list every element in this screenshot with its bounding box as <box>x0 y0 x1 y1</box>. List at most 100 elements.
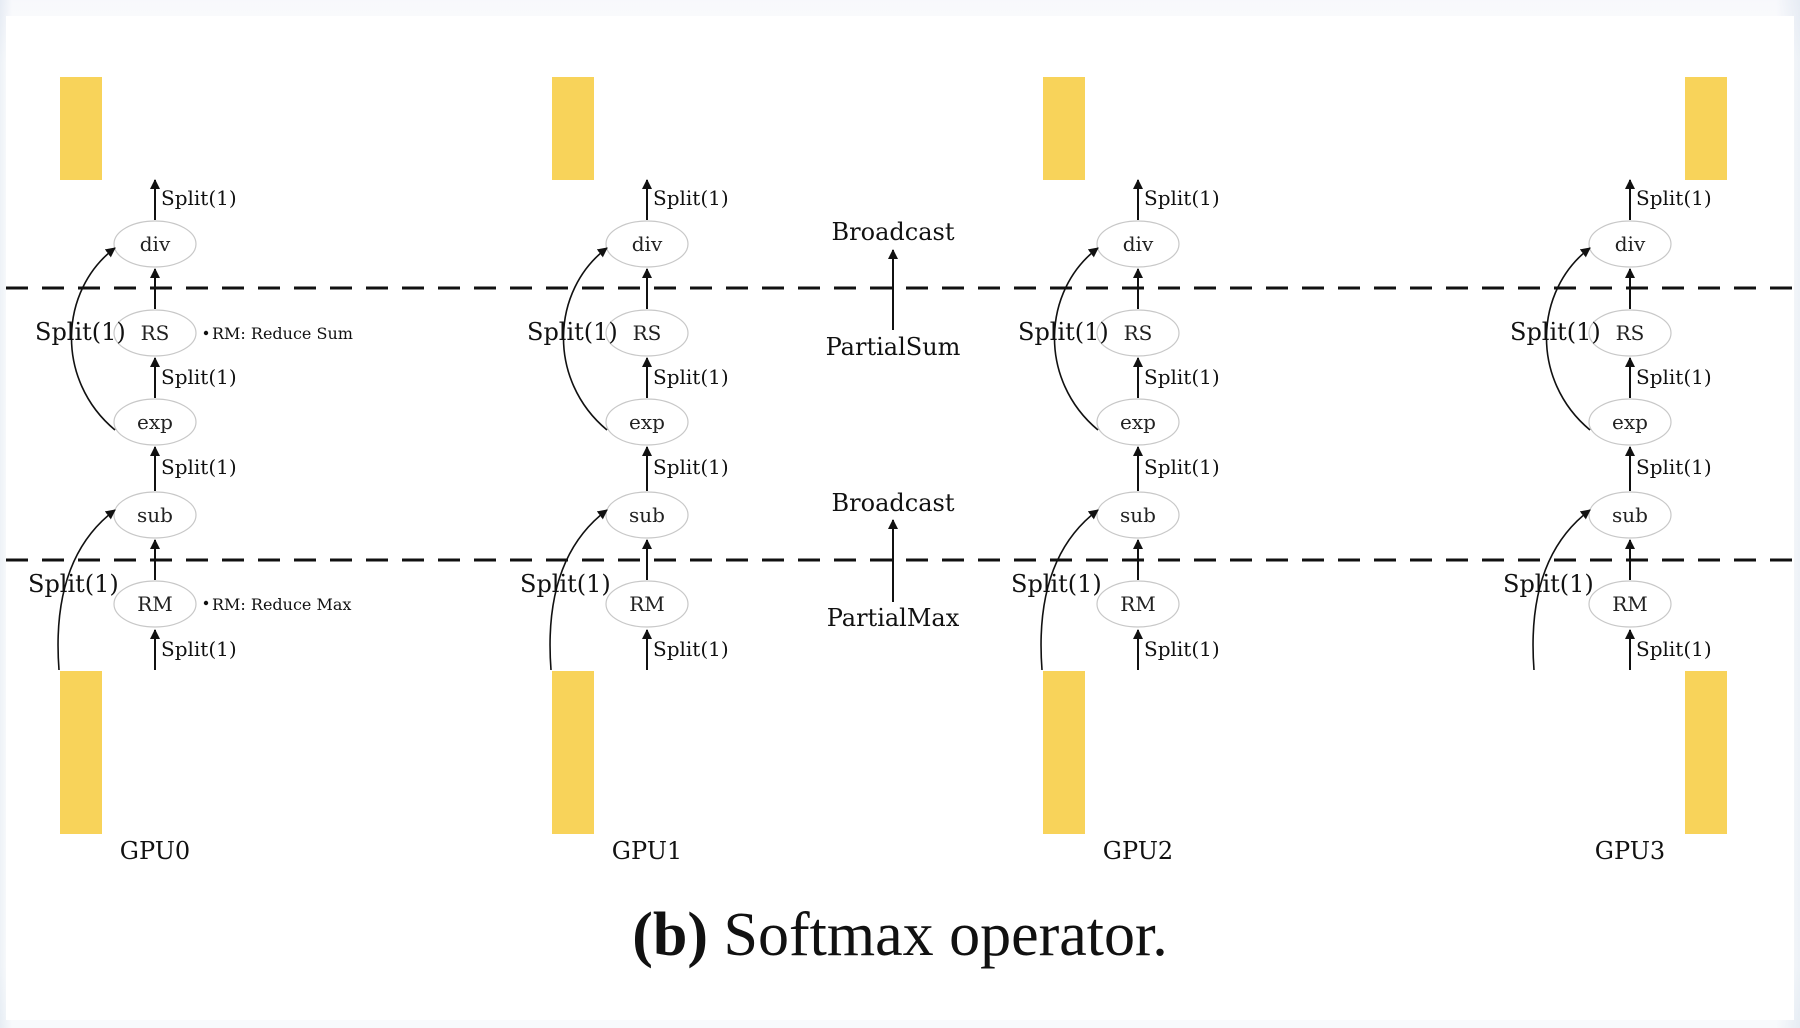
node-rs <box>1096 309 1180 357</box>
output-tensor-block <box>60 77 102 180</box>
edge-label-split: Split(1) <box>161 455 237 479</box>
node-label-sub: sub <box>629 503 665 527</box>
node-div <box>1096 220 1180 268</box>
edge-label-split: Split(1) <box>161 365 237 389</box>
node-label-rm: RM <box>1612 592 1648 616</box>
note-rs: RM: Reduce Sum <box>212 324 353 343</box>
figure-caption: (b) Softmax operator. <box>0 900 1800 971</box>
node-rm <box>605 580 689 628</box>
node-label-div: div <box>140 232 171 256</box>
skip-arrow-lower <box>1532 509 1591 671</box>
skip-label-lower: Split(1) <box>520 570 611 598</box>
edge-label-split: Split(1) <box>653 365 729 389</box>
edge-label-split: Split(1) <box>653 637 729 661</box>
skip-label-upper: Split(1) <box>1510 318 1601 346</box>
node-label-rm: RM <box>137 592 173 616</box>
note-rm: RM: Reduce Max <box>212 595 351 614</box>
node-label-exp: exp <box>629 410 665 434</box>
edge-label-split: Split(1) <box>1636 365 1712 389</box>
skip-label-lower: Split(1) <box>1011 570 1102 598</box>
node-label-rs: RS <box>633 321 662 345</box>
node-div <box>113 220 197 268</box>
skip-arrow-lower <box>1040 509 1099 671</box>
node-exp <box>113 398 197 446</box>
node-label-div: div <box>1123 232 1154 256</box>
edge-label-split: Split(1) <box>653 455 729 479</box>
node-label-sub: sub <box>1612 503 1648 527</box>
skip-arrow-upper <box>1545 247 1591 431</box>
collective-lower-bottom: PartialMax <box>827 604 960 632</box>
gpu-label: GPU2 <box>1103 837 1173 865</box>
input-tensor-block <box>552 671 594 834</box>
input-tensor-block <box>60 671 102 834</box>
node-rm <box>1588 580 1672 628</box>
skip-arrow-lower <box>57 509 116 671</box>
node-div <box>605 220 689 268</box>
skip-label-upper: Split(1) <box>527 318 618 346</box>
skip-label-upper: Split(1) <box>35 318 126 346</box>
node-label-exp: exp <box>1120 410 1156 434</box>
output-tensor-block <box>1685 77 1727 180</box>
node-label-rs: RS <box>1616 321 1645 345</box>
collective-lower-top: Broadcast <box>832 489 955 517</box>
node-label-exp: exp <box>137 410 173 434</box>
input-tensor-block <box>1043 671 1085 834</box>
edge-label-split: Split(1) <box>1636 637 1712 661</box>
skip-arrow-upper <box>1053 247 1099 431</box>
edge-label-split: Split(1) <box>1144 186 1220 210</box>
collective-lower: Broadcast PartialMax <box>827 489 960 632</box>
node-label-sub: sub <box>1120 503 1156 527</box>
collective-upper: Broadcast PartialSum <box>826 218 961 361</box>
edge-label-split: Split(1) <box>1144 365 1220 389</box>
note-bullet-rs <box>203 330 209 336</box>
node-label-div: div <box>1615 232 1646 256</box>
node-label-rs: RS <box>141 321 170 345</box>
edge-label-split: Split(1) <box>161 186 237 210</box>
node-rs <box>113 309 197 357</box>
node-exp <box>1588 398 1672 446</box>
skip-arrow-upper <box>562 247 608 431</box>
edge-label-split: Split(1) <box>653 186 729 210</box>
edge-label-split: Split(1) <box>1144 637 1220 661</box>
node-exp <box>605 398 689 446</box>
edge-label-split: Split(1) <box>1636 455 1712 479</box>
edge-label-split: Split(1) <box>1144 455 1220 479</box>
edge-label-split: Split(1) <box>1636 186 1712 210</box>
node-exp <box>1096 398 1180 446</box>
collective-upper-bottom: PartialSum <box>826 333 961 361</box>
node-label-sub: sub <box>137 503 173 527</box>
node-rs <box>1588 309 1672 357</box>
skip-arrow-upper <box>70 247 116 431</box>
skip-arrow-lower <box>549 509 608 671</box>
caption-text: Softmax operator. <box>723 901 1168 969</box>
node-rm <box>1096 580 1180 628</box>
collective-upper-top: Broadcast <box>832 218 955 246</box>
node-label-rm: RM <box>629 592 665 616</box>
skip-label-lower: Split(1) <box>28 570 119 598</box>
skip-label-upper: Split(1) <box>1018 318 1109 346</box>
output-tensor-block <box>552 77 594 180</box>
gpu-label: GPU0 <box>120 837 190 865</box>
note-bullet-rm <box>203 600 209 606</box>
caption-label: (b) <box>632 901 709 969</box>
node-label-div: div <box>632 232 663 256</box>
output-tensor-block <box>1043 77 1085 180</box>
node-rm <box>113 580 197 628</box>
edge-label-split: Split(1) <box>161 637 237 661</box>
node-label-rs: RS <box>1124 321 1153 345</box>
input-tensor-block <box>1685 671 1727 834</box>
node-label-exp: exp <box>1612 410 1648 434</box>
node-label-rm: RM <box>1120 592 1156 616</box>
node-div <box>1588 220 1672 268</box>
skip-label-lower: Split(1) <box>1503 570 1594 598</box>
gpu-label: GPU1 <box>612 837 682 865</box>
node-rs <box>605 309 689 357</box>
figure-panel <box>6 16 1794 1020</box>
gpu-label: GPU3 <box>1595 837 1665 865</box>
